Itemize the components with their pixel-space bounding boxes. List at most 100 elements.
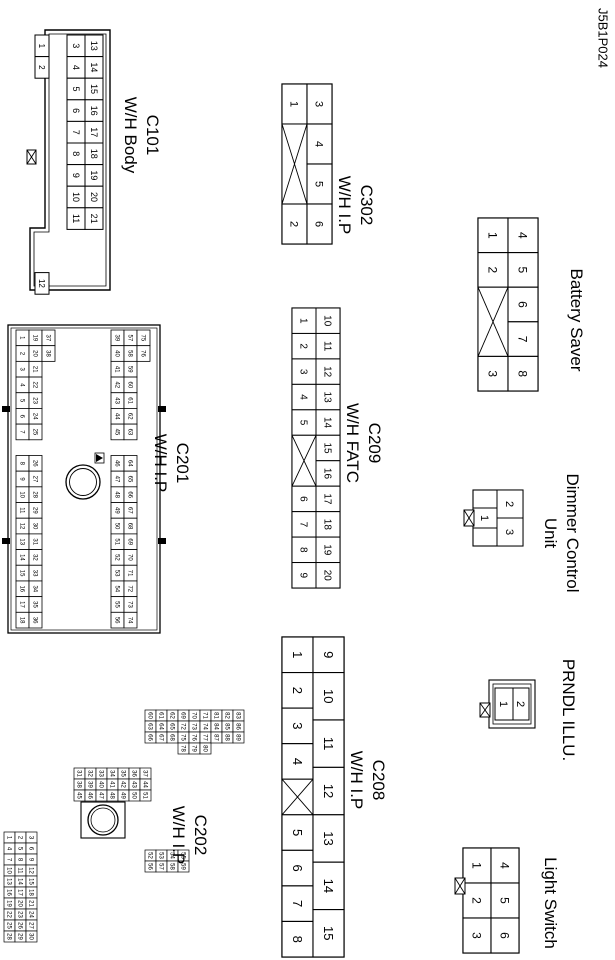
c101-lock-tab [26,149,37,165]
c202-pin-label: 26 [16,922,22,929]
c201-pin-label: 8 [18,462,24,466]
c201-pin-label: 68 [126,523,132,530]
c201-pin-box [28,611,43,629]
battery-saver-pin-label: 2 [486,267,500,274]
c202-pin-label: 85 [223,723,229,730]
reference-code: J5B1P024 [595,8,610,68]
c208-pin-label: 15 [321,926,336,940]
c202-pin-label: 73 [190,723,196,730]
c209-pin-label: 5 [297,420,308,426]
c202-pin-label: 10 [5,867,11,874]
prndl-pin-label: 2 [514,701,526,707]
connector-dimmer-control: 123 Dimmer Control Unit [463,473,582,593]
c209-pin-label: 20 [321,570,332,582]
c202-pin-label: 35 [119,770,125,777]
c202-pin-label: 68 [168,734,174,741]
c209-pin-label: 14 [321,417,332,429]
prndl-name: PRNDL ILLU. [559,659,578,761]
c201-pin-label: 3 [18,368,24,372]
battery-saver-pin-label: 8 [516,370,530,377]
c202-pin-label: 87 [212,734,218,741]
c201-pin-label: 48 [113,491,119,498]
c201-pin-label: 52 [113,554,119,561]
c201-pin-label: 57 [126,334,132,341]
battery-saver-cavity-cross [477,287,509,357]
c202-pin-label: 76 [190,734,196,741]
c202-pin-label: 54 [168,852,174,859]
c101-pin-label: 9 [71,173,81,178]
c101-pin-label: 19 [89,170,99,180]
c202-pin-label: 6 [27,847,33,851]
c202-pin-label: 70 [190,712,196,719]
c201-pin-label: 71 [126,570,132,577]
c302-name: C302 [357,185,376,226]
c209-pin-label: 7 [297,522,308,528]
c201-pin-label: 6 [18,415,24,419]
c202-pin-label: 1 [5,836,11,840]
c202-pin-label: 46 [86,792,92,799]
c202-pin-label: 84 [212,723,218,730]
c101-name: C101 [143,115,162,156]
c302-pin-label: 6 [313,221,325,227]
c209-pin-label: 13 [321,392,332,404]
c201-inner-outline [10,327,158,631]
c202-pin-label: 71 [201,712,207,719]
c101-pin-label: 11 [71,214,81,223]
c201-pin-label: 17 [18,601,24,608]
c202-pin-label: 86 [234,723,240,730]
c202-pin-label: 27 [27,922,33,929]
c201-pin-label: 69 [126,538,132,545]
c209-pin-label: 6 [297,496,308,502]
c201-pin-label: 33 [31,570,37,577]
c201-pin-label: 74 [126,617,132,624]
c201-pin-label: 12 [18,523,24,530]
prndl-pin-box [512,687,530,721]
battery-saver-pin-label: 3 [486,370,500,377]
c209-pin-label: 11 [321,341,332,352]
c101-pin-label: 2 [37,65,46,70]
c208-pin-label: 5 [290,829,305,836]
c201-pin-label: 20 [31,350,37,357]
c201-pin-label: 28 [31,491,37,498]
c201-pin-label: 22 [31,382,37,389]
c202-pin-label: 62 [168,712,174,719]
c201-pin-label: 1 [18,336,24,340]
c302-pin-label: 1 [288,101,300,107]
c202-pin-label: 11 [16,867,22,874]
light-switch-pin-label: 5 [498,897,512,904]
c202-pin-label: 20 [16,900,22,907]
dimmer-name-2: Unit [541,518,560,549]
c208-pin-box [312,909,345,958]
prndl-pin-label: 1 [497,701,509,707]
c202-pin-box [199,742,212,755]
c208-desc: W/H I.P [347,751,366,810]
c202-pin-label: 64 [157,723,163,730]
c202-pin-label: 50 [130,792,136,799]
battery-saver-name: Battery Saver [567,269,586,372]
c202-pin-label: 24 [27,911,33,918]
c201-pin-label: 53 [113,570,119,577]
c202-pin-label: 48 [108,792,114,799]
c201-pin-label: 19 [31,334,37,341]
dimmer-pin-label: 3 [503,529,515,535]
c201-pin-box [136,345,151,362]
c201-pin-label: 31 [31,538,37,545]
c202-pin-label: 56 [146,863,152,870]
c202-pin-label: 16 [5,889,11,896]
dimmer-lock-tab [463,509,475,527]
c201-pin-label: 25 [31,429,37,436]
c202-pin-label: 30 [27,933,33,940]
c202-pin-label: 80 [201,745,207,752]
c201-pin-label: 66 [126,491,132,498]
c201-pin-label: 39 [113,334,119,341]
c101-pin-label: 15 [89,84,99,94]
c101-desc: W/H Body [121,97,140,174]
c201-pin-label: 45 [113,429,119,436]
c302-pin-label: 3 [313,101,325,107]
